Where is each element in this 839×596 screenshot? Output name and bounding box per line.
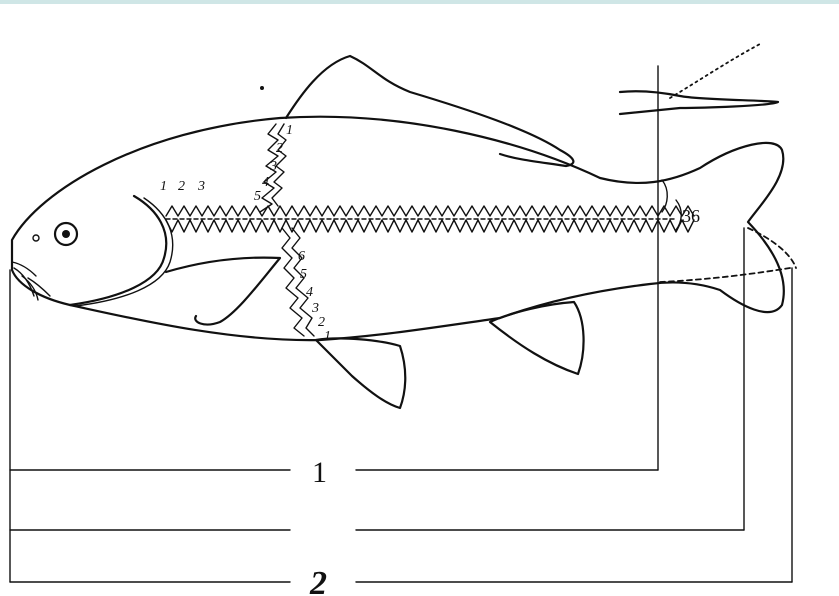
label-lower-4: 4 [306, 285, 313, 300]
lateral-line-scales-lower [166, 220, 694, 232]
label-upper-4: 4 [262, 175, 269, 190]
lower-scale-row [282, 228, 314, 336]
operculum-inner [76, 198, 173, 306]
label-upper-3: 3 [269, 159, 277, 174]
nostril [33, 235, 39, 241]
stray-dot [260, 86, 264, 90]
label-lateral-3: 3 [197, 179, 205, 194]
measure-label-2: 2 [309, 565, 327, 596]
caudal-fin-dashed [660, 228, 796, 282]
label-upper-1: 1 [286, 123, 293, 138]
measure-label-1: 1 [312, 456, 327, 489]
lateral-line-scales [166, 206, 694, 216]
label-lower-3: 3 [311, 301, 319, 316]
pelvic-fin [316, 338, 405, 408]
label-lower-6: 6 [298, 249, 305, 264]
label-lateral-2: 2 [178, 179, 185, 194]
label-lower-2: 2 [318, 315, 325, 330]
label-lateral-36: 36 [682, 206, 700, 226]
label-lower-1: 1 [324, 329, 331, 344]
label-upper-5: 5 [254, 189, 261, 204]
operculum [70, 196, 166, 305]
anal-fin [490, 302, 584, 374]
mouth [12, 262, 36, 296]
eye-pupil [62, 230, 70, 238]
scale-inset-dotted [670, 44, 760, 98]
scale-inset [620, 91, 778, 114]
pectoral-fin [166, 258, 280, 325]
label-upper-2: 2 [276, 141, 283, 156]
label-lateral-1: 1 [160, 179, 167, 194]
label-lower-5: 5 [300, 267, 307, 282]
